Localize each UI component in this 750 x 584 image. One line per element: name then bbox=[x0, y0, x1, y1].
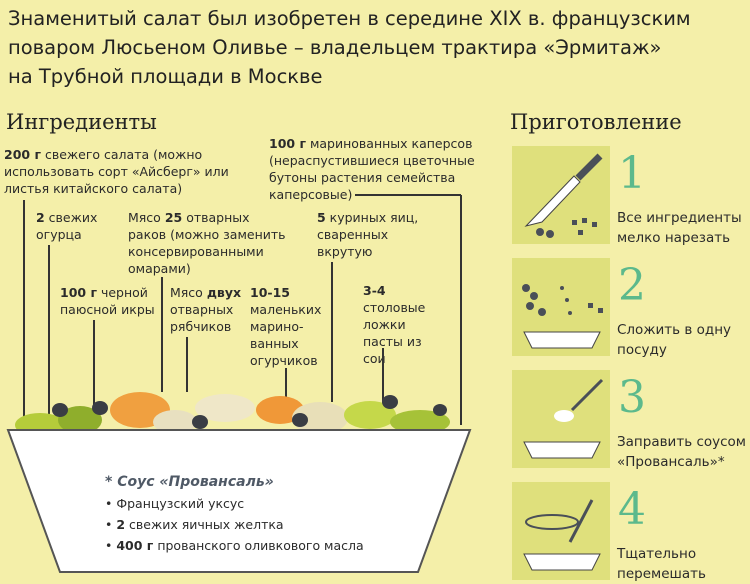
sauce-title: * Соус «Провансаль» bbox=[105, 474, 274, 490]
step-number: 1 bbox=[618, 148, 646, 199]
preparation-heading: Приготовление bbox=[510, 110, 682, 134]
step-number: 3 bbox=[618, 372, 646, 423]
sauce-item: • 400 г прованского оливкового масла bbox=[105, 538, 364, 553]
step-text: Сложить в одну посуду bbox=[617, 322, 732, 358]
ingredients-heading: Ингредиенты bbox=[6, 110, 157, 134]
leader-line bbox=[23, 200, 25, 430]
leader-line bbox=[161, 277, 163, 392]
stir-icon bbox=[512, 482, 610, 580]
ingredient-capers: 100 г маринованных каперсов (нераспустив… bbox=[269, 136, 475, 202]
ingredient-cucumbers: 2 свежих огурца bbox=[36, 210, 98, 242]
sauce-item: • Французский уксус bbox=[105, 496, 245, 511]
leader-line bbox=[186, 337, 188, 392]
ingredient-caviar: 100 г черной паюсной икры bbox=[60, 285, 155, 317]
leader-line bbox=[382, 348, 384, 413]
bowl-icon bbox=[512, 258, 610, 356]
step-text: Тщательно перемешать bbox=[617, 546, 706, 582]
leader-line bbox=[355, 194, 461, 196]
title-line: поваром Люсьеном Оливье – владельцем тра… bbox=[8, 36, 662, 59]
salad-bowl-illustration bbox=[6, 392, 472, 573]
ingredient-soy-paste: 3-4 столовые ложки пасты из сои bbox=[363, 283, 426, 366]
main-title: Знаменитый салат был изобретен в середин… bbox=[8, 4, 748, 91]
ingredient-eggs: 5 куриных яиц, сваренных вкрутую bbox=[317, 210, 419, 259]
leader-line bbox=[93, 320, 95, 415]
title-line: на Трубной площади в Москве bbox=[8, 65, 323, 88]
ingredient-pickles: 10-15 маленьких марино-ванных огурчиков bbox=[250, 285, 322, 368]
ingredient-crayfish: Мясо 25 отварных раков (можно заменить к… bbox=[128, 210, 286, 276]
leader-line bbox=[460, 195, 462, 425]
bowl bbox=[6, 429, 472, 573]
sauce-item: • 2 свежих яичных желтка bbox=[105, 517, 284, 532]
leader-line bbox=[285, 368, 287, 398]
salad-ingredients bbox=[15, 392, 450, 437]
sauce-recipe: * Соус «Провансаль» • Французский уксус … bbox=[105, 472, 364, 556]
step-number: 4 bbox=[618, 484, 646, 535]
spoon-bowl-icon bbox=[512, 370, 610, 468]
leader-line bbox=[331, 262, 333, 402]
step-text: Все ингредиенты мелко нарезать bbox=[617, 210, 742, 246]
ingredient-grouse: Мясо двух отварных рябчиков bbox=[170, 285, 242, 334]
ingredient-salad: 200 г свежего салата (можно использовать… bbox=[4, 147, 229, 196]
leader-line bbox=[48, 245, 50, 425]
step-number: 2 bbox=[618, 260, 646, 311]
step-text: Заправить соусом «Провансаль»* bbox=[617, 434, 746, 470]
knife-icon bbox=[512, 146, 610, 244]
title-line: Знаменитый салат был изобретен в середин… bbox=[8, 7, 691, 30]
